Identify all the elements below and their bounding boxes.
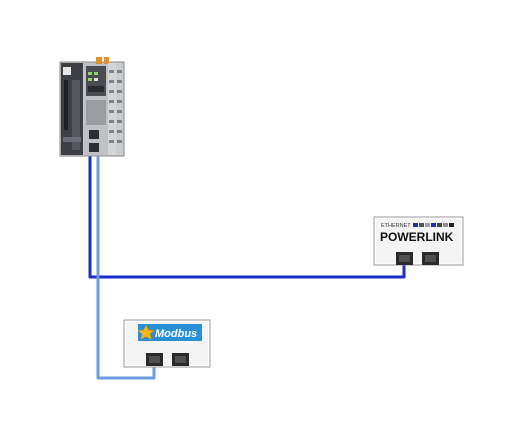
modbus-port-2[interactable] xyxy=(172,353,189,366)
modbus-module[interactable]: Modbus xyxy=(123,319,211,368)
modbus-logo-text: Modbus xyxy=(155,328,197,340)
powerlink-port-1[interactable] xyxy=(396,252,413,265)
powerlink-cable xyxy=(88,133,406,279)
powerlink-logo: ETHERNET POWERLINK xyxy=(380,223,454,244)
io-module-2 xyxy=(116,63,123,155)
modbus-logo: Modbus xyxy=(137,324,202,341)
ethernet-port-2[interactable] xyxy=(89,143,99,152)
powerlink-color-bars xyxy=(413,223,454,227)
modbus-port-1[interactable] xyxy=(146,353,163,366)
powerlink-module[interactable]: ETHERNET POWERLINK xyxy=(373,216,464,266)
ethernet-port-1[interactable] xyxy=(89,130,99,139)
powerlink-logo-main-text: POWERLINK xyxy=(380,230,454,244)
modbus-star-icon xyxy=(137,324,155,341)
powerlink-logo-top-text: ETHERNET xyxy=(381,223,411,229)
io-module-1 xyxy=(108,63,116,155)
powerlink-port-2[interactable] xyxy=(422,252,439,265)
plc-controller[interactable] xyxy=(59,57,125,157)
